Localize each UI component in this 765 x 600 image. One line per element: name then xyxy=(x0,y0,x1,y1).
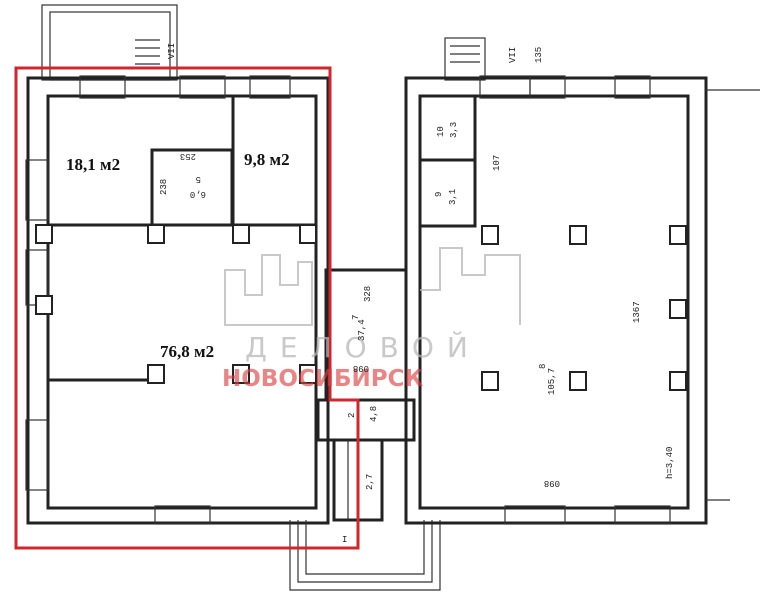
dim-098-right: 098 xyxy=(544,478,560,488)
dim-37-4: 37,4 xyxy=(357,319,367,341)
area-label-main: 76,8 м2 xyxy=(160,342,214,361)
dim-10: 10 xyxy=(436,126,446,137)
dim-098-center: 098 xyxy=(353,363,369,373)
dim-vii-left: VII xyxy=(167,43,177,59)
dim-2-7: 2,7 xyxy=(365,474,375,490)
right-pillars xyxy=(481,225,687,391)
area-label-a: 18,1 м2 xyxy=(66,155,120,174)
top-left-porch xyxy=(41,4,178,81)
dim-i: I xyxy=(342,535,347,545)
dim-105-7: 105,7 xyxy=(547,368,557,395)
watermark-city-icon xyxy=(224,254,313,326)
left-pillars xyxy=(35,224,317,384)
dim-vii-right: VII xyxy=(508,47,518,63)
left-block-walls xyxy=(25,75,330,525)
dim-107: 107 xyxy=(492,155,502,171)
dim-3-3: 3,3 xyxy=(449,122,459,138)
dim-9: 9 xyxy=(434,192,444,197)
dim-253: 253 xyxy=(180,151,196,161)
dim-238: 238 xyxy=(159,179,169,195)
dim-135: 135 xyxy=(534,47,544,63)
right-block-walls xyxy=(404,75,760,525)
watermark: ДЕЛОВОЙ НОВОСИБИРСК xyxy=(222,247,521,392)
dim-5: 5 xyxy=(196,174,201,184)
dim-6-0: 6,0 xyxy=(190,189,206,199)
highlight-outline xyxy=(14,66,360,550)
dim-3-1: 3,1 xyxy=(448,189,458,205)
dim-328: 328 xyxy=(363,286,373,302)
watermark-line1: ДЕЛОВОЙ xyxy=(245,330,481,364)
dim-height: h=3,40 xyxy=(665,447,675,479)
dim-2: 2 xyxy=(347,413,357,418)
area-label-b: 9,8 м2 xyxy=(244,150,290,169)
dim-1367: 1367 xyxy=(632,301,642,323)
dim-4-8: 4,8 xyxy=(369,406,379,422)
watermark-line2: НОВОСИБИРСК xyxy=(222,366,424,392)
dim-7: 7 xyxy=(351,315,361,320)
dim-8: 8 xyxy=(538,364,548,369)
top-right-porch xyxy=(444,37,486,81)
